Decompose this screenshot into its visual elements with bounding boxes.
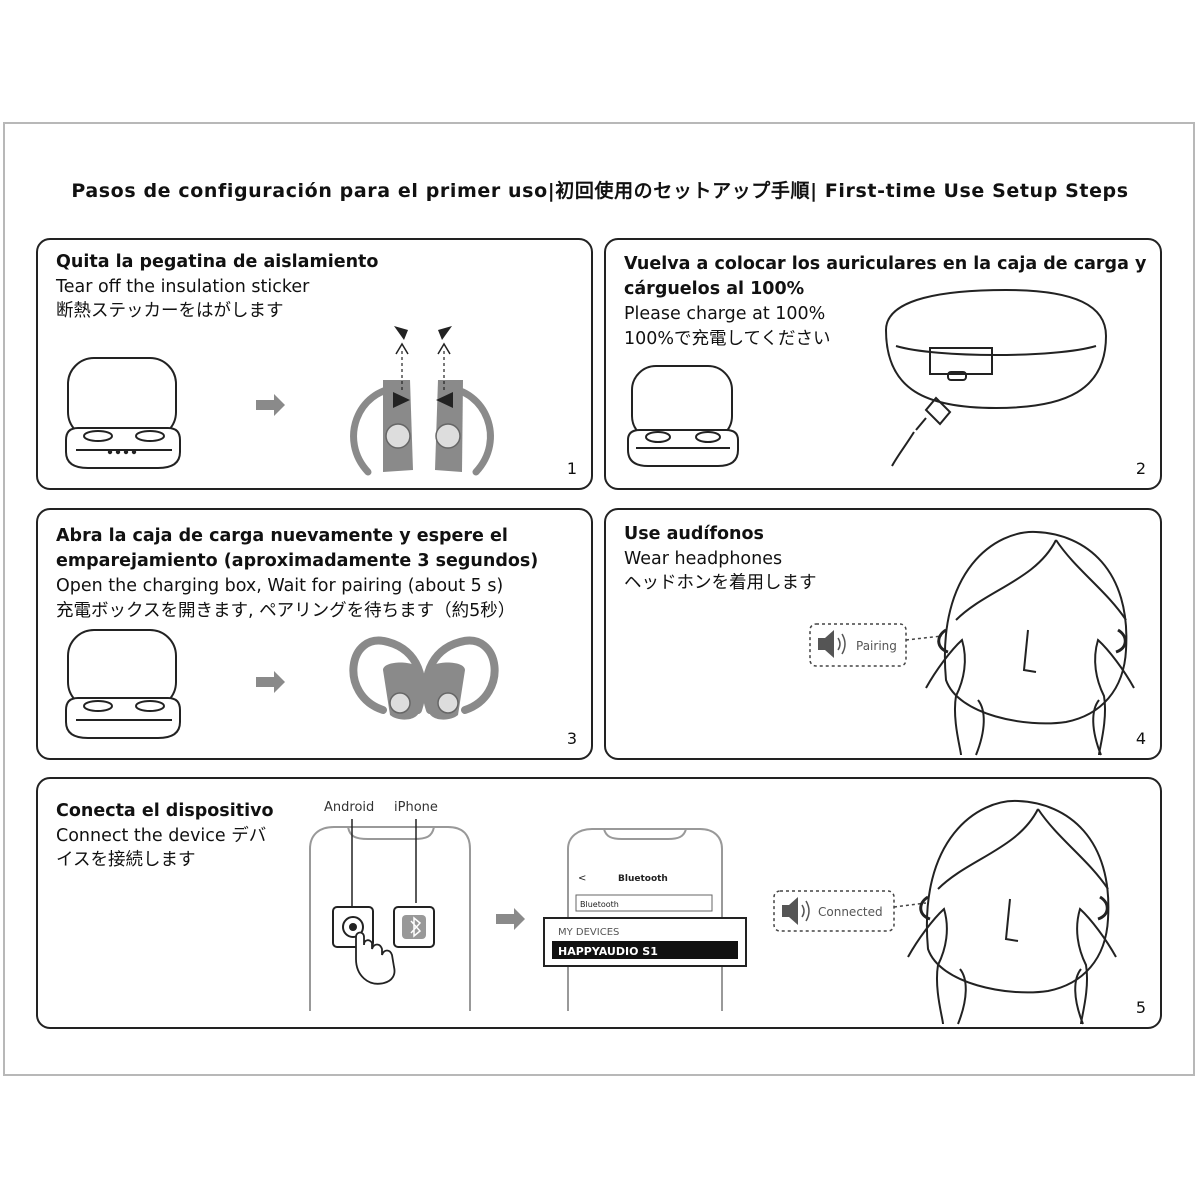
speaker-icon bbox=[818, 630, 846, 658]
charging-case-open-icon bbox=[65, 357, 181, 469]
page-title: Pasos de configuración para el primer us… bbox=[71, 180, 1129, 202]
step-4-illustration: Pairing bbox=[809, 530, 1135, 756]
step-4-number: 4 bbox=[1135, 729, 1146, 748]
android-label: Android bbox=[324, 800, 374, 815]
charging-case-closed-icon bbox=[884, 288, 1108, 410]
connected-label: Connected bbox=[818, 905, 883, 919]
earbuds-icon bbox=[349, 636, 499, 720]
step-1-english: Tear off the insulation sticker bbox=[56, 276, 310, 297]
phone-settings-icon bbox=[309, 826, 471, 1011]
device-name[interactable]: HAPPYAUDIO S1 bbox=[558, 945, 658, 958]
step-3-spanish-2: emparejamiento (aproximadamente 3 segund… bbox=[56, 551, 539, 571]
step-5-illustration: Android iPhone < Bluetooth Bluetoo bbox=[309, 799, 1117, 1025]
step-1-illustration bbox=[65, 326, 494, 476]
arrow-right-icon bbox=[256, 394, 285, 416]
step-2-english: Please charge at 100% bbox=[624, 304, 826, 324]
step-3-illustration bbox=[65, 629, 499, 739]
device-row[interactable] bbox=[552, 941, 738, 959]
step-4-text: Use audífonos Wear headphones ヘッドホンを着用しま… bbox=[624, 522, 817, 596]
person-wearing-earbuds-icon bbox=[907, 799, 1117, 1025]
charging-case-open-icon bbox=[627, 365, 739, 467]
step-3-text: Abra la caja de carga nuevamente y esper… bbox=[56, 524, 538, 624]
step-5-spanish: Conecta el dispositivo bbox=[56, 801, 274, 821]
step-3-spanish-1: Abra la caja de carga nuevamente y esper… bbox=[56, 526, 508, 546]
arrow-right-icon bbox=[256, 671, 285, 693]
step-2-panel: Vuelva a colocar los auriculares en la c… bbox=[604, 238, 1162, 490]
bluetooth-icon bbox=[393, 906, 435, 948]
step-3-japanese: 充電ボックスを開きます, ペアリングを待ちます（約5秒） bbox=[56, 601, 516, 621]
step-1-number: 1 bbox=[566, 459, 577, 478]
phone-bluetooth-screen: < Bluetooth Bluetooth MY DEVICES HAPPYAU… bbox=[543, 828, 747, 1011]
step-4-spanish: Use audífonos bbox=[624, 524, 764, 544]
usb-cable-icon bbox=[891, 396, 952, 467]
step-1-panel: Quita la pegatina de aislamiento Tear of… bbox=[36, 238, 593, 490]
step-5-text: Conecta el dispositivo Connect the devic… bbox=[56, 799, 274, 873]
step-3-panel: Abra la caja de carga nuevamente y esper… bbox=[36, 508, 593, 760]
bluetooth-row: Bluetooth bbox=[580, 900, 619, 909]
step-4-english: Wear headphones bbox=[624, 548, 783, 569]
step-5-japanese: イスを接続します bbox=[56, 850, 196, 870]
step-1-spanish: Quita la pegatina de aislamiento bbox=[56, 252, 379, 272]
pairing-bubble: Pairing bbox=[809, 623, 943, 667]
step-3-english: Open the charging box, Wait for pairing … bbox=[56, 576, 504, 596]
step-1-text: Quita la pegatina de aislamiento Tear of… bbox=[56, 250, 378, 324]
iphone-label: iPhone bbox=[394, 800, 438, 815]
my-devices-label: MY DEVICES bbox=[558, 927, 619, 938]
arrow-right-icon bbox=[496, 908, 525, 930]
earbuds-sticker-icon bbox=[350, 326, 494, 476]
connected-bubble: Connected bbox=[773, 890, 927, 932]
bluetooth-header: Bluetooth bbox=[618, 874, 668, 884]
step-5-english: Connect the device デバ bbox=[56, 825, 267, 846]
step-1-japanese: 断熱ステッカーをはがします bbox=[56, 301, 284, 321]
step-2-spanish-1: Vuelva a colocar los auriculares en la c… bbox=[624, 254, 1147, 274]
step-5-number: 5 bbox=[1135, 998, 1146, 1017]
step-2-spanish-2: cárguelos al 100% bbox=[624, 279, 805, 299]
step-3-number: 3 bbox=[566, 729, 577, 748]
step-5-panel: Conecta el dispositivo Connect the devic… bbox=[36, 777, 1162, 1029]
step-2-number: 2 bbox=[1135, 459, 1146, 478]
person-wearing-earbuds-icon bbox=[925, 530, 1135, 756]
step-2-text: Vuelva a colocar los auriculares en la c… bbox=[624, 252, 1146, 352]
pairing-label: Pairing bbox=[856, 639, 897, 653]
speaker-icon bbox=[782, 897, 810, 925]
step-4-panel: Use audífonos Wear headphones ヘッドホンを着用しま… bbox=[604, 508, 1162, 760]
charging-case-open-icon bbox=[65, 629, 181, 739]
step-2-illustration bbox=[627, 288, 1108, 467]
step-4-japanese: ヘッドホンを着用します bbox=[624, 573, 817, 593]
back-chevron-icon[interactable]: < bbox=[578, 873, 586, 884]
step-2-japanese: 100%で充電してください bbox=[624, 329, 831, 349]
tapping-hand-icon bbox=[355, 931, 396, 985]
